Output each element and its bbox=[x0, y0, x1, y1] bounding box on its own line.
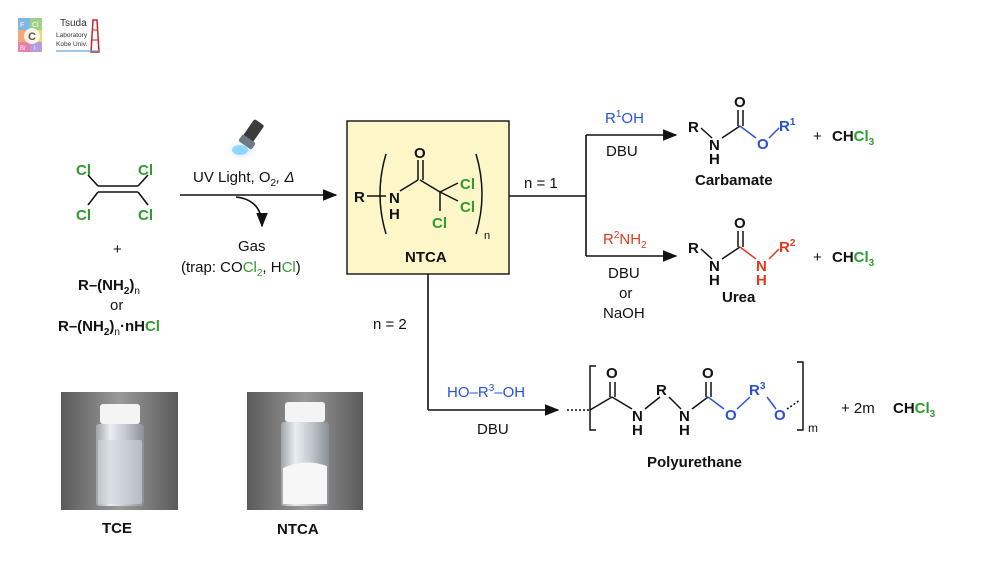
svg-text:n: n bbox=[484, 230, 490, 242]
polyurethane-structure: O N H R N H O O R3 O m bbox=[567, 361, 818, 439]
plus-sign: + bbox=[113, 241, 122, 258]
svg-text:Laboratory: Laboratory bbox=[56, 32, 88, 39]
svg-text:I: I bbox=[34, 46, 36, 52]
urea-chcl3: CHCl3 bbox=[832, 249, 875, 269]
svg-text:H: H bbox=[389, 206, 400, 223]
urea-reagent: R2NH2 bbox=[603, 230, 647, 251]
svg-text:Cl: Cl bbox=[76, 207, 91, 224]
svg-text:Cl: Cl bbox=[432, 215, 447, 232]
svg-text:Kobe Univ.: Kobe Univ. bbox=[56, 41, 88, 48]
urea-plus: + bbox=[813, 249, 822, 266]
n-equals-2-label: n = 2 bbox=[373, 316, 407, 333]
svg-text:H: H bbox=[709, 151, 720, 168]
urea-base-or: or bbox=[619, 285, 632, 302]
ntca-label: NTCA bbox=[405, 249, 447, 266]
svg-text:N: N bbox=[756, 258, 767, 275]
svg-text:Cl: Cl bbox=[138, 207, 153, 224]
svg-text:R: R bbox=[688, 240, 699, 257]
carbamate-structure: R N H O O R1 bbox=[688, 94, 796, 168]
svg-text:N: N bbox=[389, 190, 400, 207]
urea-structure: R N H O N H R2 bbox=[688, 215, 796, 289]
uv-conditions: UV Light, O2, Δ bbox=[193, 169, 295, 189]
svg-text:O: O bbox=[414, 145, 426, 162]
svg-text:H: H bbox=[679, 422, 690, 439]
svg-text:O: O bbox=[734, 94, 746, 111]
tce-structure: Cl Cl Cl Cl bbox=[76, 162, 153, 224]
svg-text:R–(NH2)n·nHCl: R–(NH2)n·nHCl bbox=[58, 318, 160, 338]
svg-text:O: O bbox=[774, 407, 786, 424]
ntca-photo-label: NTCA bbox=[277, 521, 319, 538]
gas-label: Gas bbox=[238, 238, 266, 255]
svg-text:Br: Br bbox=[20, 46, 26, 52]
gas-trap-label: (trap: COCl2, HCl) bbox=[181, 259, 301, 279]
carbamate-reagent: R1OH bbox=[605, 109, 644, 127]
polyurethane-chcl3: CHCl3 bbox=[893, 400, 936, 420]
svg-text:O: O bbox=[725, 407, 737, 424]
svg-text:N: N bbox=[709, 258, 720, 275]
n-equals-1-label: n = 1 bbox=[524, 175, 558, 192]
svg-text:R: R bbox=[688, 119, 699, 136]
amine-reactant: R–(NH2)n bbox=[78, 277, 140, 297]
ntca-vial-photo bbox=[247, 392, 363, 510]
amine-salt-reactant: R–(NH2)n·nHCl bbox=[58, 318, 160, 338]
svg-text:N: N bbox=[679, 408, 690, 425]
urea-base-dbu: DBU bbox=[608, 265, 640, 282]
or-label: or bbox=[110, 297, 123, 314]
svg-text:R3: R3 bbox=[749, 381, 766, 399]
uv-lamp-icon bbox=[224, 119, 264, 164]
svg-text:O: O bbox=[734, 215, 746, 232]
carbamate-label: Carbamate bbox=[695, 172, 773, 189]
carbamate-base: DBU bbox=[606, 143, 638, 160]
gas-release-arrow bbox=[235, 196, 268, 228]
svg-text:R: R bbox=[354, 189, 365, 206]
carbamate-plus: + bbox=[813, 128, 822, 145]
tsuda-lab-logo: F Cl C Br I Tsuda Laboratory Kobe Univ. bbox=[18, 18, 100, 53]
svg-text:N: N bbox=[709, 137, 720, 154]
svg-text:F: F bbox=[20, 22, 24, 29]
svg-text:O: O bbox=[606, 365, 618, 382]
svg-text:Cl: Cl bbox=[138, 162, 153, 179]
polyurethane-plus: + 2m bbox=[841, 400, 875, 417]
svg-text:Cl: Cl bbox=[76, 162, 91, 179]
polyurethane-label: Polyurethane bbox=[647, 454, 742, 471]
svg-text:m: m bbox=[808, 421, 818, 435]
urea-base-naoh: NaOH bbox=[603, 305, 645, 322]
svg-text:H: H bbox=[756, 272, 767, 289]
svg-text:Cl: Cl bbox=[460, 199, 475, 216]
svg-text:H: H bbox=[709, 272, 720, 289]
urea-label: Urea bbox=[722, 289, 756, 306]
polyurethane-base: DBU bbox=[477, 421, 509, 438]
svg-text:Cl: Cl bbox=[32, 22, 39, 29]
svg-text:C: C bbox=[28, 31, 36, 43]
svg-text:R1: R1 bbox=[779, 117, 796, 135]
polyurethane-reagent: HO–R3–OH bbox=[447, 383, 525, 401]
tce-vial-photo bbox=[61, 392, 178, 510]
svg-text:Cl: Cl bbox=[460, 176, 475, 193]
svg-text:N: N bbox=[632, 408, 643, 425]
carbamate-chcl3: CHCl3 bbox=[832, 128, 875, 148]
svg-text:Tsuda: Tsuda bbox=[60, 18, 87, 29]
svg-text:O: O bbox=[757, 136, 769, 153]
tce-photo-label: TCE bbox=[102, 520, 132, 537]
svg-text:H: H bbox=[632, 422, 643, 439]
ntca-structure: R N H O Cl Cl Cl n bbox=[354, 145, 490, 242]
svg-text:R: R bbox=[656, 382, 667, 399]
svg-text:O: O bbox=[702, 365, 714, 382]
svg-text:R–(NH2)n: R–(NH2)n bbox=[78, 277, 140, 297]
svg-text:R2: R2 bbox=[779, 238, 796, 256]
